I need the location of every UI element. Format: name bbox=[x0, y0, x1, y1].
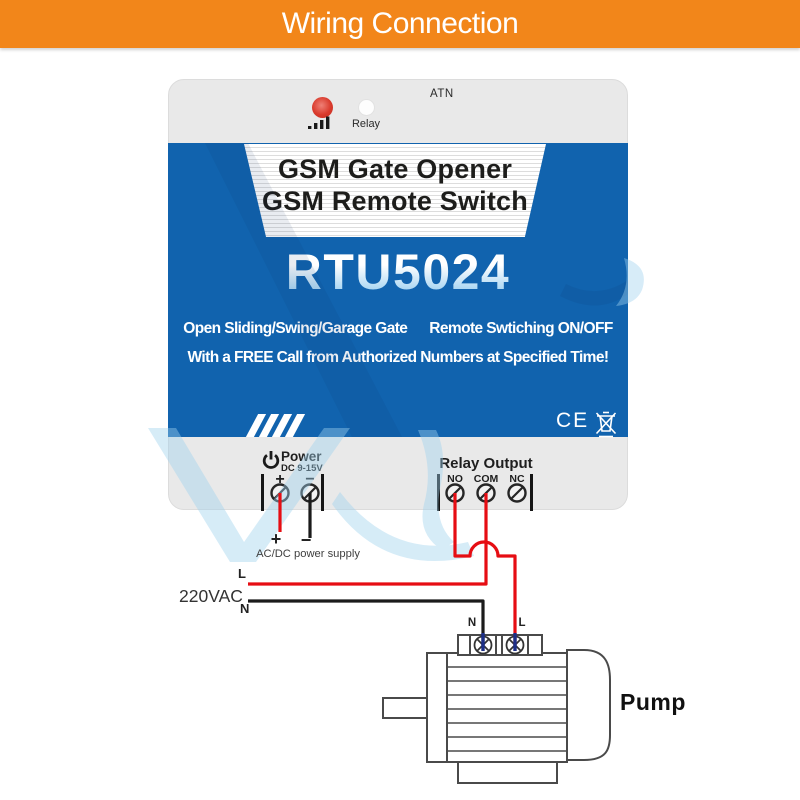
relay-led-label: Relay bbox=[351, 118, 381, 130]
signal-strength-icon bbox=[308, 116, 330, 129]
decorative-slashes bbox=[245, 414, 306, 437]
banner-line-1: GSM Gate Opener bbox=[277, 154, 513, 184]
mains-live-label: L bbox=[238, 566, 246, 581]
atn-label: ATN bbox=[430, 88, 454, 100]
relay-output-label: Relay Output bbox=[439, 455, 533, 472]
power-icon bbox=[262, 451, 280, 469]
power-terminal-bracket-right bbox=[321, 474, 324, 511]
power-terminal-plus-label: + bbox=[275, 471, 285, 488]
psu-label: AC/DC power supply bbox=[256, 548, 360, 560]
product-banner bbox=[244, 144, 546, 237]
pump-neutral-label: N bbox=[467, 617, 477, 629]
relay-terminal-bracket-left bbox=[437, 474, 440, 511]
model-number: RTU5024 bbox=[168, 243, 628, 301]
tagline-part-2: Remote Swtiching ON/OFF bbox=[429, 320, 613, 337]
relay-led bbox=[358, 99, 375, 116]
pump-label: Pump bbox=[620, 689, 686, 715]
tagline-line-1: Open Sliding/Swing/Garage Gate Remote Sw… bbox=[168, 320, 628, 338]
psu-minus-label: − bbox=[300, 530, 312, 550]
relay-terminal-com-label: COM bbox=[473, 473, 499, 485]
weee-icon bbox=[595, 411, 617, 438]
screw-terminal-power-minus bbox=[300, 483, 320, 503]
power-label: Power bbox=[281, 449, 322, 464]
page-title: Wiring Connection bbox=[281, 7, 519, 40]
relay-terminal-no-label: NO bbox=[447, 473, 463, 485]
screw-terminal-com bbox=[476, 483, 496, 503]
banner-line-2: GSM Remote Switch bbox=[262, 186, 528, 216]
tagline-line-2: With a FREE Call from Authorized Numbers… bbox=[187, 349, 610, 366]
mains-voltage-label: 220VAC bbox=[179, 586, 243, 606]
ce-mark: CE bbox=[556, 409, 590, 432]
tagline-part-1: Open Sliding/Swing/Garage Gate bbox=[183, 320, 408, 337]
relay-terminal-nc-label: NC bbox=[509, 473, 525, 485]
screw-terminal-power-plus bbox=[270, 483, 290, 503]
screw-terminal-no bbox=[445, 483, 465, 503]
power-voltage-label: DC 9-15V bbox=[281, 463, 323, 474]
power-terminal-bracket-left bbox=[261, 474, 264, 511]
power-terminal-minus-label: − bbox=[305, 471, 315, 488]
mains-neutral-label: N bbox=[240, 601, 250, 616]
page-header: Wiring Connection bbox=[0, 0, 800, 48]
screw-terminal-nc bbox=[507, 483, 527, 503]
signal-led bbox=[312, 97, 333, 118]
pump-live-label: L bbox=[518, 617, 526, 629]
psu-plus-label: + bbox=[270, 529, 282, 549]
relay-terminal-bracket-right bbox=[530, 474, 533, 511]
